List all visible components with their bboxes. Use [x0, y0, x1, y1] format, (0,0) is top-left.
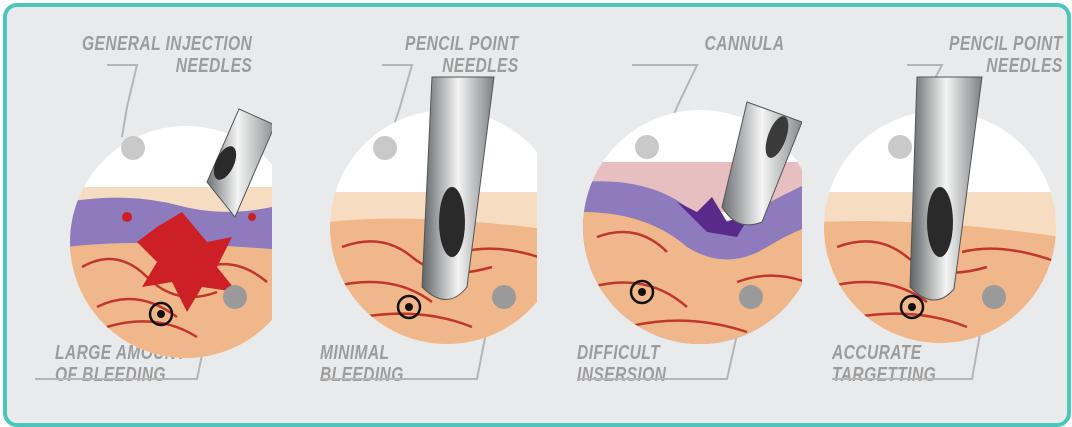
- needle-diagram: [272, 7, 537, 423]
- needle-diagram: [537, 7, 802, 423]
- needle-diagram: [7, 7, 272, 423]
- needle-diagram: [802, 7, 1067, 423]
